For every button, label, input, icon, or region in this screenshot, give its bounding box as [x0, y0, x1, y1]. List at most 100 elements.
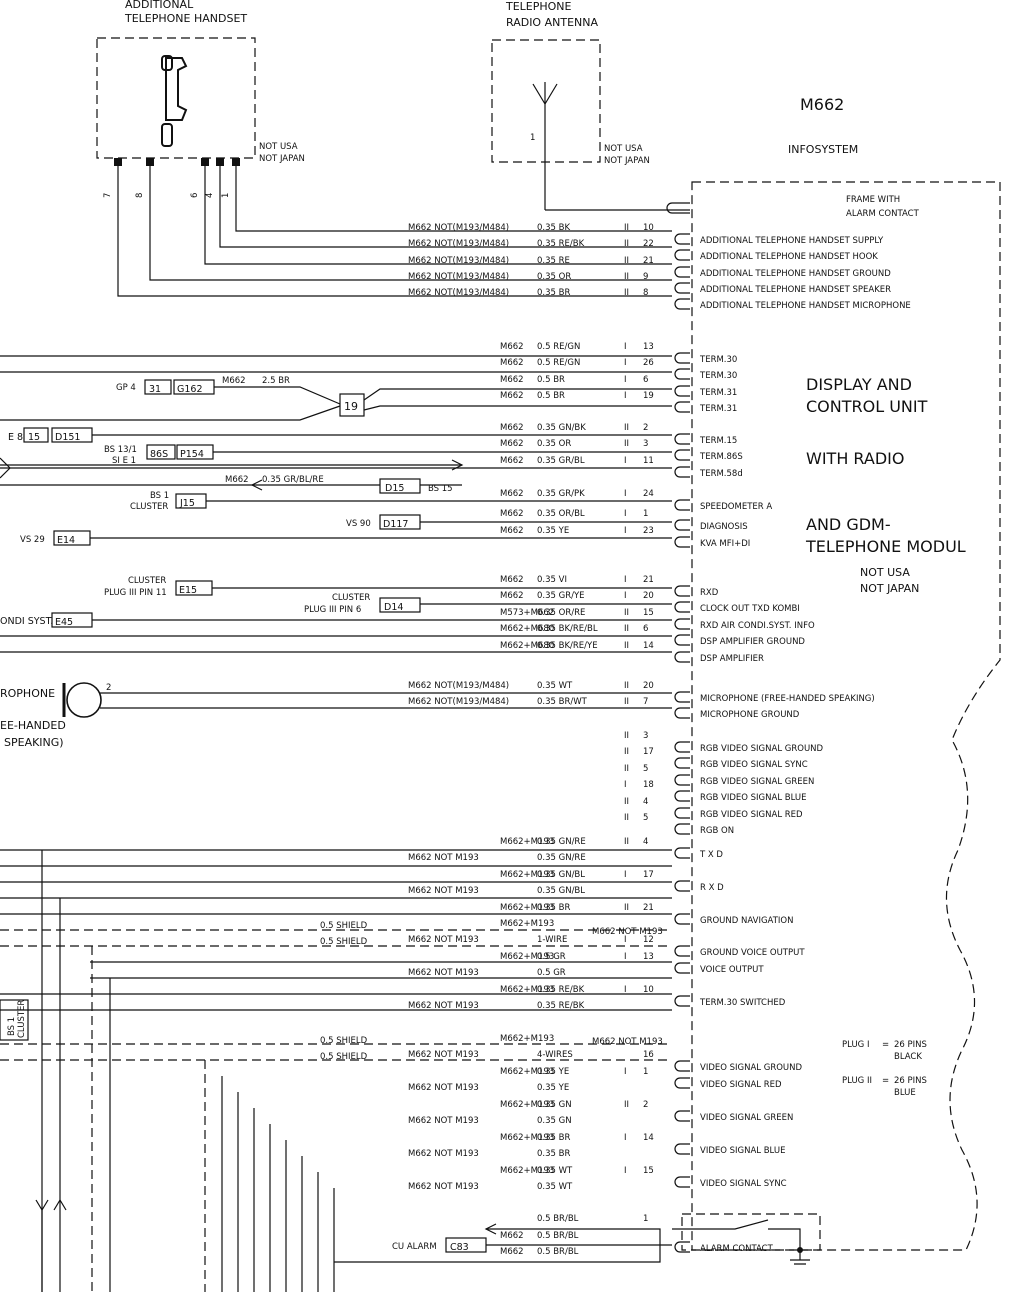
wire-condition: M662 — [500, 358, 524, 368]
connector-pin — [674, 774, 690, 786]
ref-bs1: BS 1 — [150, 491, 169, 501]
connector-pin — [674, 741, 690, 753]
wire-pin: 14 — [643, 641, 654, 651]
wire-function-label: VIDEO SIGNAL BLUE — [700, 1146, 785, 1156]
wire-pin: 19 — [643, 391, 654, 401]
legend-color-1: BLACK — [894, 1052, 922, 1062]
wire-condition: M662 — [500, 1231, 524, 1241]
connector-pin — [674, 1077, 690, 1089]
wire-pin: 6 — [643, 375, 648, 385]
wire-pin: 22 — [643, 239, 654, 249]
wire-plug: I — [624, 456, 627, 466]
wire-function-label: RGB VIDEO SIGNAL BLUE — [700, 793, 807, 803]
wire-pin: 16 — [643, 1050, 654, 1060]
wire-condition: M662+M193 — [500, 1100, 554, 1110]
left-references: GP 4 31 G162 M662 2.5 BR 19 E 8 15 D151 … — [0, 355, 821, 1292]
wire-pin: 15 — [643, 1166, 654, 1176]
microphone-sub-2: SPEAKING) — [4, 736, 64, 749]
wire-plug: II — [624, 681, 629, 691]
wire-condition: M662 — [500, 423, 524, 433]
wire-gauge: 0.35 GR/PK — [537, 489, 585, 499]
microphone-icon — [62, 682, 102, 718]
wire-function-label: RGB VIDEO SIGNAL SYNC — [700, 760, 808, 770]
legend-eq-1: = — [882, 1040, 889, 1050]
antenna-note-2: NOT JAPAN — [604, 156, 650, 166]
wire-function-label: VIDEO SIGNAL SYNC — [700, 1179, 787, 1189]
wire-gauge: 0.35 BK — [537, 223, 570, 233]
ref-e8: E 8 — [8, 432, 23, 443]
connector-pin — [674, 1110, 690, 1122]
wire-plug: II — [624, 797, 629, 807]
wire-gauge: 0.5 RE/GN — [537, 342, 580, 352]
connector-pin — [674, 433, 690, 445]
antenna-icon — [532, 82, 558, 210]
wire-function-label: TERM.31 — [699, 388, 737, 398]
wire-gauge: 0.35 GN/BK — [537, 423, 586, 433]
connector-pin — [674, 945, 690, 957]
ref-bs1-vertical: BS 1 — [7, 1017, 17, 1036]
connector-pin — [674, 847, 690, 859]
connector-pin — [674, 618, 690, 630]
wire-gauge: 0.35 RE/BK — [537, 1001, 585, 1011]
ref-bs13: BS 13/1 — [104, 445, 137, 455]
wire-plug: I — [624, 985, 627, 995]
wire-condition: M662+M193 — [500, 985, 554, 995]
wire-pin: 23 — [643, 526, 654, 536]
wire-gauge: 0.35 WT — [537, 681, 573, 691]
wire-gauge: 0.35 BR — [537, 1149, 570, 1159]
plug-legend: PLUG I = 26 PINS BLACK PLUG II = 26 PINS… — [842, 1040, 927, 1098]
wire-condition: M662 — [500, 342, 524, 352]
wire-function-label: SPEEDOMETER A — [700, 502, 772, 512]
wire-plug: II — [624, 608, 629, 618]
wire-gauge: 0.35 GN/RE — [537, 837, 586, 847]
wire-gauge: 4-WIRES — [537, 1050, 573, 1060]
wire-gauge: 0.35 YE — [537, 1067, 569, 1077]
legend-plug-2: PLUG II — [842, 1076, 872, 1086]
connector-pin — [674, 466, 690, 478]
wire-plug: II — [624, 423, 629, 433]
wire-condition: M662 — [500, 509, 524, 519]
wire-gauge: 0.5 GR — [537, 968, 566, 978]
connector-pin — [674, 1241, 690, 1253]
wire-pin: 20 — [643, 681, 654, 691]
connector-pin — [674, 634, 690, 646]
antenna-note-1: NOT USA — [604, 144, 643, 154]
wire-pin: 17 — [643, 870, 654, 880]
antenna-pin: 1 — [530, 133, 535, 143]
wire-gauge: 0.35 WT — [537, 1166, 573, 1176]
wire-condition: M662 — [500, 489, 524, 499]
connector-pin — [674, 601, 690, 613]
wire-gauge: 0.35 OR — [537, 439, 571, 449]
wire-gauge: 0.35 OR — [537, 272, 571, 282]
wire-gauge: 0.35 GN — [537, 1116, 572, 1126]
wire-gauge: 0.35 BR — [537, 903, 570, 913]
wire-gauge: 0.35 BK/RE/BL — [537, 624, 598, 634]
wire-function-label: R X D — [700, 883, 724, 893]
handset-pin-number: 1 — [221, 193, 231, 198]
ref-gp4: GP 4 — [116, 383, 136, 393]
voice-m662-not-m193: M662 NOT M193 — [592, 927, 663, 937]
wire-condition: M662 — [500, 375, 524, 385]
wire-condition: M662+M193 — [500, 1166, 554, 1176]
wire-plug: I — [624, 952, 627, 962]
wire-condition: M662+M193 — [500, 952, 554, 962]
wire-condition: M662 — [500, 391, 524, 401]
shield-label-4: 0.5 SHIELD — [320, 1052, 368, 1062]
wire-function-label: T X D — [699, 850, 723, 860]
wire-plug: I — [624, 375, 627, 385]
wire-plug: II — [624, 731, 629, 741]
connector-pin — [674, 352, 690, 364]
wire-plug: I — [624, 489, 627, 499]
ref-box-d15: D15 — [385, 483, 404, 494]
wire-pin: 3 — [643, 439, 648, 449]
video-m662-not-m193: M662 NOT M193 — [592, 1037, 663, 1047]
wire-condition: M662 — [500, 526, 524, 536]
splice-19: 19 — [344, 400, 358, 413]
wire-function-label: TERM.30 — [699, 371, 737, 381]
wire-gauge: 0.5 GR — [537, 952, 566, 962]
wire-condition: M662+M193 — [500, 903, 554, 913]
ref-box-p154: P154 — [180, 449, 204, 460]
handset-note-1: NOT USA — [259, 142, 298, 152]
wire-condition: M662+M680 — [500, 641, 554, 651]
ref-box-e15: E15 — [179, 585, 197, 596]
